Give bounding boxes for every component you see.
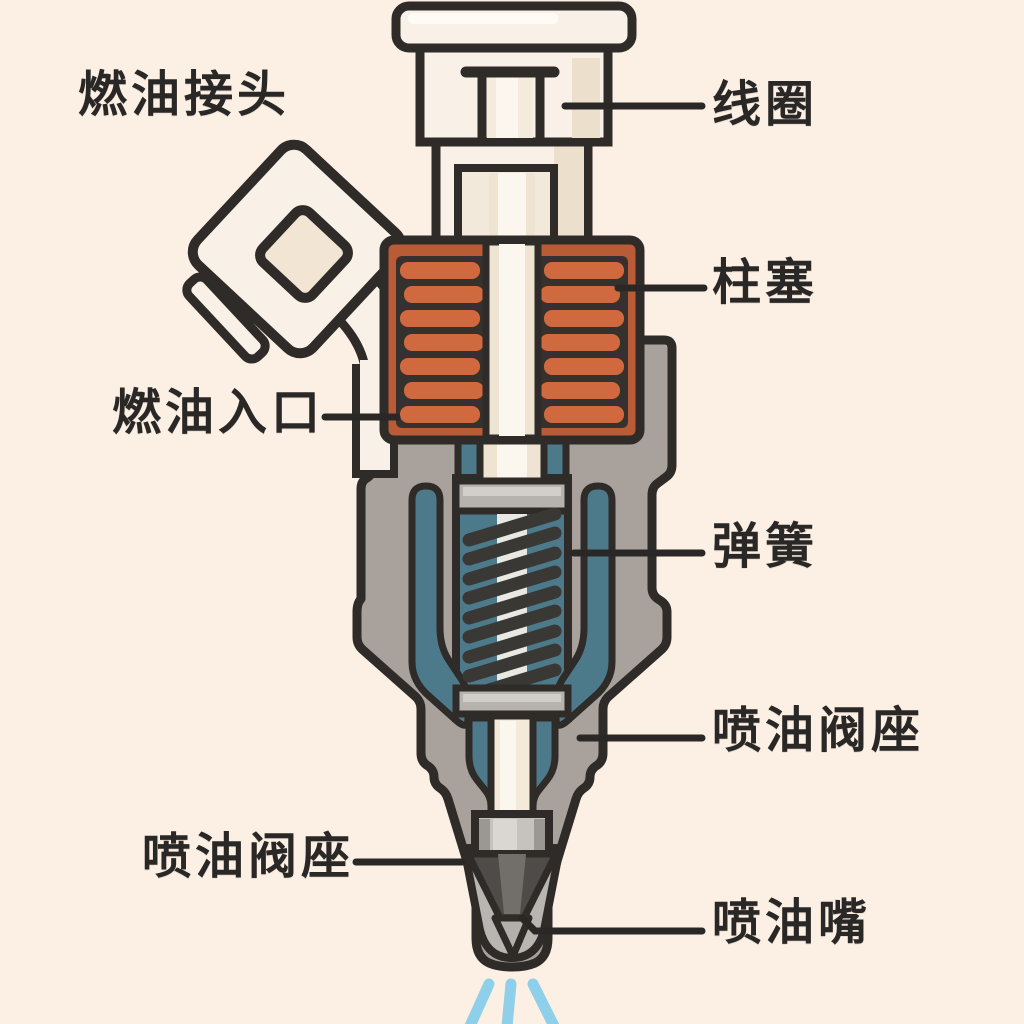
leader-lines xyxy=(321,102,708,935)
label-plunger: 柱塞 xyxy=(712,256,819,310)
label-nozzle: 喷油嘴 xyxy=(712,896,872,950)
leader-nozzle xyxy=(518,914,706,935)
label-spring: 弹簧 xyxy=(712,520,819,574)
fuel-spray xyxy=(464,978,560,1024)
terminal-pin xyxy=(460,66,560,145)
solenoid-coil xyxy=(379,235,645,445)
connector-tab xyxy=(182,272,270,364)
spray-line-right xyxy=(527,978,560,1024)
top-stack xyxy=(391,1,637,252)
spray-line-center xyxy=(501,978,517,1024)
fuel-channel-left xyxy=(408,482,472,729)
label-valve-seat-left: 喷油阀座 xyxy=(142,830,355,884)
spring-coils xyxy=(462,507,562,703)
coil-windings-left xyxy=(400,262,484,423)
nozzle-tip xyxy=(491,914,533,960)
label-fuel-connector: 燃油接头 xyxy=(78,68,291,122)
label-fuel-inlet: 燃油入口 xyxy=(112,386,325,440)
label-valve-seat-right: 喷油阀座 xyxy=(712,704,925,758)
fuel-channel-right xyxy=(552,482,616,729)
plunger-rod xyxy=(499,244,525,436)
label-coil: 线圈 xyxy=(712,78,819,132)
coil-windings-right xyxy=(540,262,624,423)
connector-diamond-hole xyxy=(255,205,353,303)
spring-assembly xyxy=(452,477,572,718)
spray-line-left xyxy=(464,978,495,1024)
top-cap xyxy=(391,1,637,53)
